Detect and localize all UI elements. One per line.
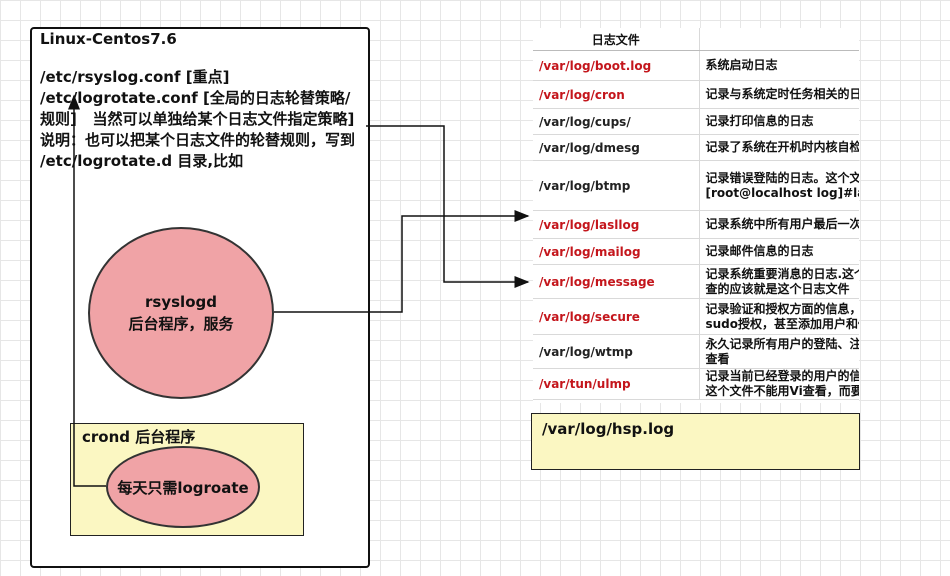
log-path-cell: /var/log/cron: [533, 80, 699, 109]
log-path-cell: /var/log/message: [533, 264, 699, 299]
note-logrotate-d: 说明：也可以把某个日志文件的轮替规则，写到 /etc/logrotate.d 目…: [40, 131, 361, 170]
note-rsyslog-conf: /etc/rsyslog.conf [重点]: [40, 68, 230, 86]
log-desc-cell: 记录验证和授权方面的信息，只 sudo授权，甚至添加用户和修: [698, 298, 859, 335]
crond-label: crond 后台程序: [82, 428, 196, 446]
note-logrotate-conf: /etc/logrotate.conf [全局的日志轮替策略/规则] 当然可以单…: [40, 89, 355, 128]
log-path-cell: /var/log/secure: [533, 298, 699, 335]
log-desc-cell: 记录当前已经登录的用户的信息 这个文件不能用Vi查看，而要使: [698, 368, 859, 400]
log-desc-cell: 记录系统中所有用户最后一次登: [698, 210, 859, 239]
hsp-log-label: /var/log/hsp.log: [542, 420, 675, 438]
log-desc-cell: 记录了系统在开机时内核自检的: [698, 134, 859, 161]
header-description: [698, 28, 859, 51]
config-to-message-arrow: [366, 125, 530, 288]
logrotate-to-config-arrow: [68, 94, 106, 487]
log-path-cell: /var/log/wtmp: [533, 334, 699, 369]
log-desc-cell: 记录打印信息的日志: [698, 108, 859, 135]
log-path-cell: /var/log/cups/: [533, 108, 699, 135]
log-desc-cell: 永久记录所有用户的登陆、注销 查看: [698, 334, 859, 369]
header-log-file: 日志文件: [533, 28, 699, 51]
log-path-cell: /var/tun/ulmp: [533, 368, 699, 400]
log-desc-cell: 系统启动日志: [698, 50, 859, 81]
config-notes: /etc/rsyslog.conf [重点] /etc/logrotate.co…: [40, 67, 360, 172]
log-desc-cell: 记录系统重要消息的日志.这个 查的应该就是这个日志文件: [698, 264, 859, 299]
rsyslogd-desc: 后台程序，服务: [128, 315, 234, 333]
table-header-row: 日志文件: [533, 28, 859, 51]
log-path-cell: /var/log/dmesg: [533, 134, 699, 161]
logrotate-task-label: 每天只需logroate: [117, 478, 249, 497]
rsyslogd-service-ellipse[interactable]: rsyslogd 后台程序，服务: [88, 227, 274, 399]
log-path-cell: /var/log/lasllog: [533, 210, 699, 239]
logrotate-task-ellipse[interactable]: 每天只需logroate: [106, 446, 260, 528]
server-title: Linux-Centos7.6: [40, 30, 177, 48]
table-row: /var/log/cups/记录打印信息的日志: [533, 108, 859, 135]
rsyslogd-name: rsyslogd: [145, 293, 217, 311]
log-desc-cell: 记录错误登陆的日志。这个文件 [root@localhost log]#last…: [698, 160, 859, 211]
log-path-cell: /var/log/boot.log: [533, 50, 699, 81]
log-desc-cell: 记录邮件信息的日志: [698, 238, 859, 265]
log-path-cell: /var/log/mailog: [533, 238, 699, 265]
log-path-cell: /var/log/btmp: [533, 160, 699, 211]
log-desc-cell: 记录与系统定时任务相关的日志: [698, 80, 859, 109]
rsyslogd-to-lastlog-arrow: [274, 210, 530, 313]
hsp-log-box[interactable]: /var/log/hsp.log: [531, 413, 860, 470]
